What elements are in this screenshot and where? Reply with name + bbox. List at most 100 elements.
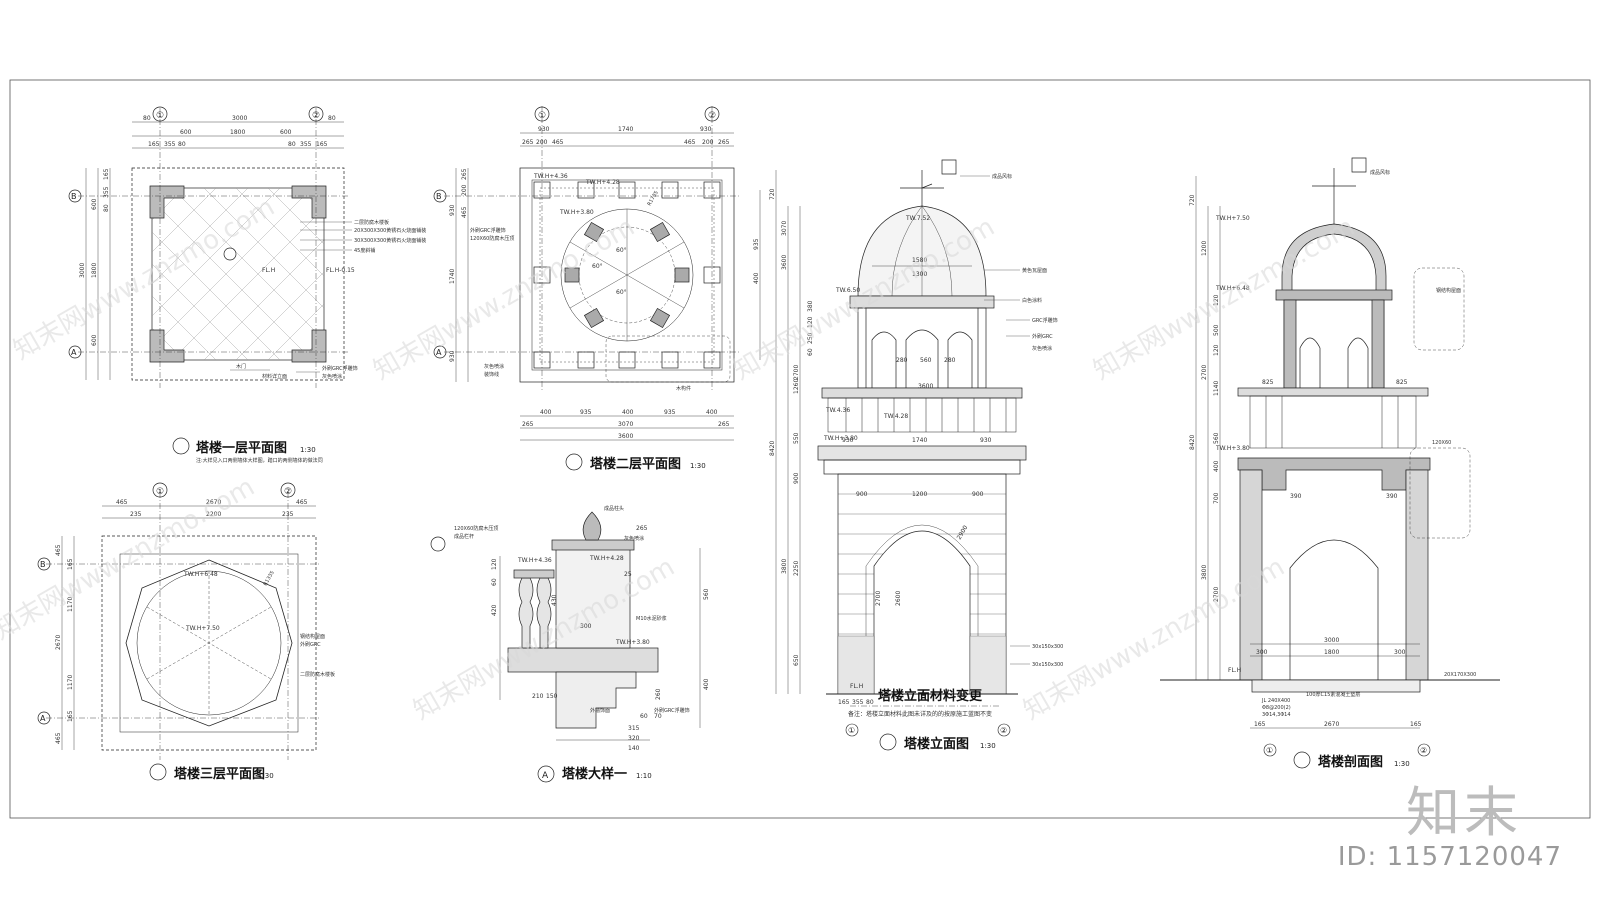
plan2-angle-3: 60° (616, 289, 627, 296)
plan3-title-bubble (149, 763, 167, 781)
plan1-title-bubble (172, 437, 190, 455)
sect-title: 塔楼剖面图 (1318, 754, 1383, 770)
elev-title: 塔楼立面图 (904, 736, 969, 752)
elev-note-1: 黄色瓦屋面 (1022, 267, 1047, 274)
elev-balustrade (827, 397, 1017, 433)
plan3-axis-bubble-2 (280, 482, 296, 498)
sect-dim-2700a: 2700 (1201, 365, 1208, 380)
plan3-axis-label-1: ① (156, 487, 164, 497)
elev-dim-930b: 930 (980, 437, 992, 444)
sect-dim-2700b: 2700 (1213, 587, 1220, 602)
sect-level-750: TW.H+7.50 (1215, 215, 1250, 222)
plan2-dim-l-930b: 930 (449, 350, 456, 362)
sect-level-648: TW.H+6.48 (1215, 285, 1250, 292)
plan1-dim-165b: 165 (316, 141, 328, 148)
detail-scale: 1:10 (636, 772, 652, 780)
elev-dim-8420: 8420 (769, 441, 776, 456)
sect-dim-165b: 165 (1410, 721, 1422, 728)
detail-beam (555, 671, 637, 729)
detail-dim-300: 300 (580, 623, 592, 630)
plan2-axis-bubble-2 (704, 106, 720, 122)
sect-dim-825b: 825 (1396, 379, 1408, 386)
plan1-note-4: 外刷GRC浮雕饰 (322, 365, 358, 372)
plan3-dim-235a: 235 (130, 511, 142, 518)
elev-note-6: 30x150x300 (1032, 644, 1063, 650)
detail-cap (551, 539, 635, 551)
plan2-dim-465b: 465 (684, 139, 696, 146)
plan1-dim-left-600b: 600 (91, 334, 98, 346)
elev-dim-720: 720 (769, 188, 776, 200)
detail-finial (582, 511, 602, 541)
plan2-note-2: 灰色喷涂 (484, 363, 504, 370)
plan2-note-3: 装饰线 (484, 371, 499, 378)
plan2-angle-1: 60° (616, 247, 627, 254)
elev-dim-900: 900 (793, 472, 800, 484)
elev-dim-1260: 1260 (793, 379, 800, 394)
detail-rail (513, 569, 555, 579)
elev-dim-3600b: 3600 (918, 383, 933, 390)
elev-dim-550: 550 (793, 432, 800, 444)
plan3-axis-label-2: ② (284, 487, 292, 497)
plan1-dim-355a: 355 (164, 141, 176, 148)
elev-dim-380: 380 (807, 300, 814, 312)
elev-dim-2700: 2700 (793, 365, 800, 380)
plan3-axis-bubble-1 (152, 482, 168, 498)
sect-note-1: 钢结构屋面 (1436, 287, 1461, 294)
plan2-balustrade (539, 187, 715, 363)
detail-dim-320: 320 (628, 735, 640, 742)
plan2-dim-200b: 200 (702, 139, 714, 146)
plan2-axis-label-1: ① (538, 111, 546, 121)
plan1-scale: 1:30 (300, 446, 316, 454)
sect-callout-mid (1409, 447, 1471, 539)
sect-dome-base (1275, 289, 1393, 301)
elev-leaders (960, 175, 1030, 665)
sect-dim-1200: 1200 (1201, 241, 1208, 256)
elev-title-bubble (879, 733, 897, 751)
elev-dim-560: 560 (920, 357, 932, 364)
plan2-dim-b-3600: 3600 (618, 433, 633, 440)
sect-dim-120a: 120 (1213, 294, 1220, 306)
elev-vane (900, 183, 944, 189)
sect-dim-500: 500 (1213, 324, 1220, 336)
plan1-note-0: 20X300X300黄锈石火烧面铺装 (354, 227, 426, 234)
detail-level-436: TW.H+4.36 (517, 557, 552, 564)
plan1-note-3: 二层防腐木楼板 (354, 219, 389, 226)
plan2-axis-bubble-A (433, 345, 447, 359)
detail-dim-420: 420 (491, 604, 498, 616)
elev-axis-bubble-1 (845, 723, 859, 737)
sect-dim-1140: 1140 (1213, 381, 1220, 396)
plan2-level-436: TW.H+4.36 (533, 173, 568, 180)
elev-dim-250: 250 (807, 332, 814, 344)
plan2-scale: 1:30 (690, 462, 706, 470)
plan1-dim-left-1800: 1800 (91, 263, 98, 278)
elev-dim-930a: 930 (842, 437, 854, 444)
sect-dim-560: 560 (1213, 432, 1220, 444)
plan1-note-6: 木门 (236, 363, 246, 370)
plan2-dim-200a: 200 (536, 139, 548, 146)
plan3-dim-l-2670: 2670 (55, 635, 62, 650)
plan1-leaders (230, 221, 352, 373)
detail-note-2: 成品栏杆 (454, 533, 474, 540)
plan1-dim-3000: 3000 (232, 115, 247, 122)
plan1-dim-80a: 80 (143, 115, 151, 122)
elev-dim-60: 60 (807, 348, 814, 356)
sect-dim-390a: 390 (1290, 493, 1302, 500)
plan2-dim-r-935: 935 (753, 238, 760, 250)
sect-dim-400: 400 (1213, 460, 1220, 472)
sect-dim-390b: 390 (1386, 493, 1398, 500)
sect-foundation (1251, 679, 1421, 693)
plan2-level-380: TW.H+3.80 (559, 209, 594, 216)
detail-dim-400: 400 (703, 678, 710, 690)
plan2-axis-label-B: B (436, 192, 442, 201)
plan3-dim-l-465a: 465 (55, 544, 62, 556)
resource-id: ID: 1157120047 (1337, 842, 1562, 872)
sect-note-6: 3Φ14,3Φ14 (1262, 712, 1291, 718)
plan3-level-750: TW.H+7.50 (185, 625, 220, 632)
detail-note-5: M10水泥砂浆 (636, 615, 667, 622)
plan1-floor (151, 187, 325, 361)
elev-dim-2600: 2600 (895, 591, 902, 606)
plan2-dim-b-3070: 3070 (618, 421, 633, 428)
elev-axis-label-2: ② (1000, 726, 1007, 735)
plan3-dim-l-1170b: 1170 (67, 675, 74, 690)
elev-material-change-title: 塔楼立面材料变更 (878, 688, 983, 704)
